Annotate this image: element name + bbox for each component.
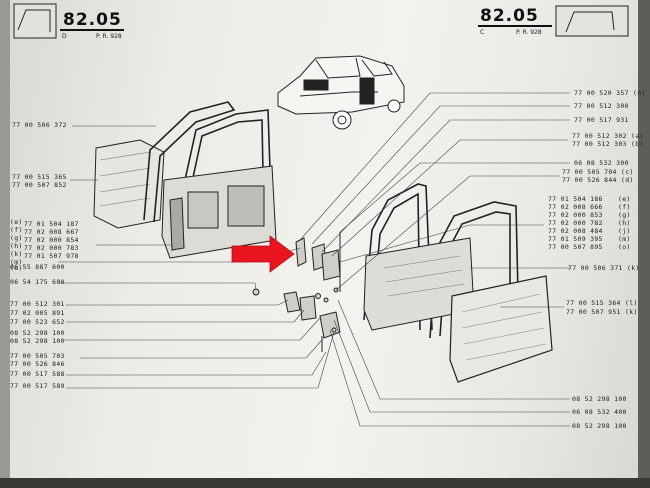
part-number: 77 00 507 895: [548, 243, 603, 251]
part-number: 77 00 526 846: [10, 360, 65, 368]
part-number: 77 00 523 652: [10, 318, 65, 326]
left-door-frame: [143, 101, 273, 231]
page-number-right: 82.05: [480, 6, 539, 26]
part-number: 77 02 000 854: [24, 236, 79, 244]
header-rule-left: [60, 29, 124, 31]
part-number: 08 52 298 100: [10, 337, 65, 345]
part-number: 77 00 517 589: [10, 382, 65, 390]
part-number: 77 00 526 844 (d): [562, 176, 634, 184]
part-number: 77 00 520 357 (n): [574, 89, 646, 97]
header-ref-left: P. R. 928: [96, 33, 122, 40]
variant-code: (e): [10, 218, 23, 226]
page-edge-bottom: [0, 478, 650, 488]
variant-code: (o): [10, 264, 23, 272]
variant-code: (g): [10, 234, 23, 242]
hinge-parts: [252, 232, 341, 352]
variant-code: (k): [10, 250, 23, 258]
part-number: 08 52 298 100: [572, 395, 627, 403]
variant-code: (m): [618, 235, 631, 243]
part-number: 08 52 298 100: [572, 422, 627, 430]
variant-code: (f): [618, 203, 631, 211]
header-letter-left: D: [62, 33, 67, 40]
variant-code: (j): [618, 227, 631, 235]
part-number: 77 00 512 303 (b): [572, 140, 644, 148]
part-number: 77 00 507 852: [12, 181, 67, 189]
car-sketch: [277, 55, 405, 130]
page-edge-right: [638, 0, 650, 488]
variant-code: (h): [10, 242, 23, 250]
part-number: 77 00 506 371 (k): [568, 264, 640, 272]
part-number: 77 00 512 302 (a): [572, 132, 644, 140]
thumbnail-right: [555, 5, 629, 37]
part-number: 77 01 504 187: [24, 220, 79, 228]
part-number: 77 00 505 703: [10, 352, 65, 360]
header-letter-right: C: [480, 29, 485, 36]
part-number: 77 02 000 853: [548, 211, 603, 219]
variant-code: (e): [618, 195, 631, 203]
part-number: 77 00 505 704 (c): [562, 168, 634, 176]
part-number: 77 00 507 951 (k): [566, 308, 638, 316]
part-number: 77 00 515 364 (l): [566, 299, 638, 307]
part-number: 77 02 008 666: [548, 203, 603, 211]
thumbnail-left: [13, 3, 57, 39]
part-number: 77 00 512 301: [10, 300, 65, 308]
red-arrow-icon: [231, 235, 295, 273]
leader-lines-left: [58, 125, 335, 389]
right-door-inner: [363, 237, 475, 331]
part-number: 06 55 887 600: [10, 263, 65, 271]
part-number: 77 02 008 667: [24, 228, 79, 236]
part-number: 77 00 517 588: [10, 370, 65, 378]
page-number-left: 82.05: [63, 10, 122, 30]
part-number: 77 01 504 186: [548, 195, 603, 203]
part-number: 77 02 008 484: [548, 227, 603, 235]
part-number: 77 01 509 395: [548, 235, 603, 243]
part-number: 77 02 000 783: [24, 244, 79, 252]
part-number: 77 00 506 372: [12, 121, 67, 129]
part-number: 77 00 515 365: [12, 173, 67, 181]
part-number: 08 52 298 100: [10, 329, 65, 337]
part-number: 06 08 532 400: [572, 408, 627, 416]
part-number: 06 08 532 300: [574, 159, 629, 167]
header-ref-right: P. R. 928: [516, 29, 542, 36]
part-number: 77 02 005 891: [10, 309, 65, 317]
variant-code: (h): [618, 219, 631, 227]
variant-code: (o): [618, 243, 631, 251]
part-number: 77 01 507 978: [24, 252, 79, 260]
left-door-inner: [161, 165, 277, 259]
variant-code: (m): [10, 258, 23, 266]
right-door-skin: [449, 275, 553, 383]
part-number: 06 54 175 600: [10, 278, 65, 286]
page-edge-left: [0, 0, 10, 488]
variant-code: (f): [10, 226, 23, 234]
part-number: 77 00 517 931: [574, 116, 629, 124]
variant-code: (g): [618, 211, 631, 219]
leader-lines-right: [299, 92, 570, 427]
part-number: 77 00 512 300: [574, 102, 629, 110]
part-number: 77 02 000 782: [548, 219, 603, 227]
header-rule-right: [478, 25, 552, 27]
left-door-skin: [93, 139, 165, 229]
